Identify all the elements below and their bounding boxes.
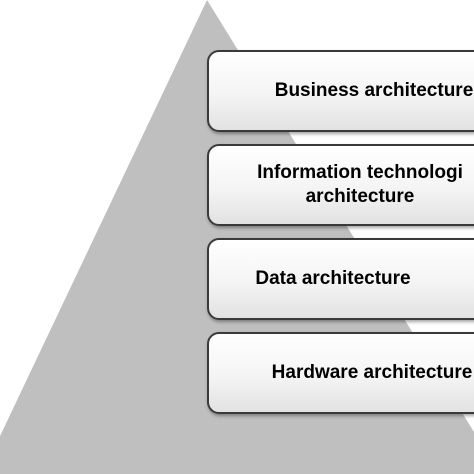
layer-label-data: Data architecture: [255, 268, 411, 289]
layer-label-hardware: Hardware architecture: [271, 362, 473, 383]
layer-box-business: Business architecture: [207, 50, 474, 132]
layer-label-business: Business architecture: [274, 80, 474, 101]
layer-box-data: Data architecture: [207, 238, 474, 320]
layer-box-information-technology: Information technologi architecture: [207, 144, 474, 226]
layer-box-hardware: Hardware architecture: [207, 332, 474, 414]
layer-label-information-technology: Information technologi architecture: [257, 162, 463, 207]
